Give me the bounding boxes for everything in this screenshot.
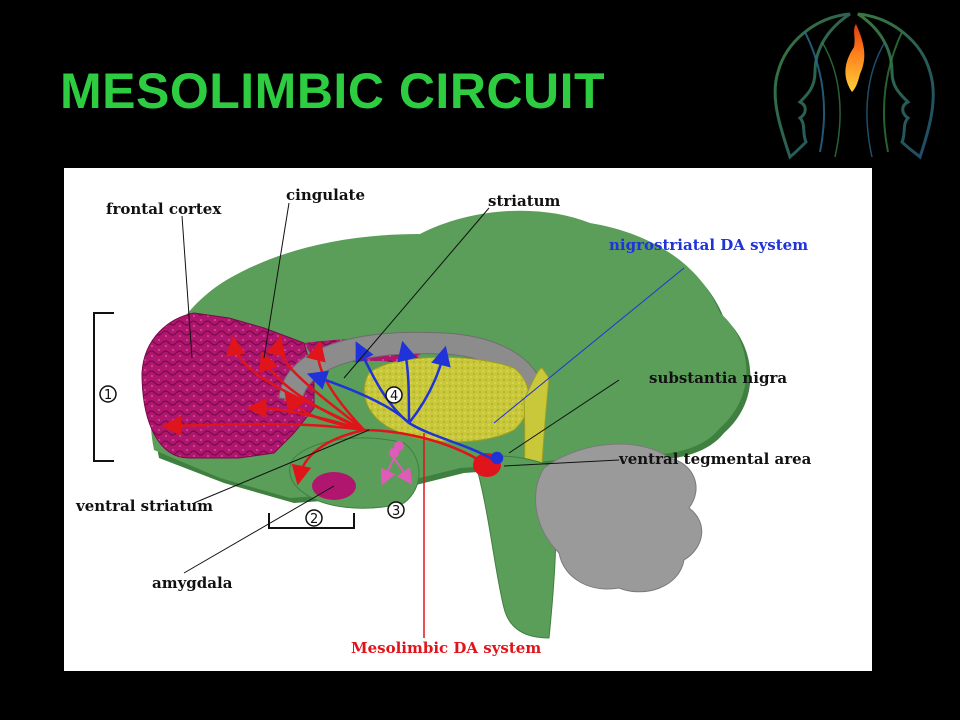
label-frontal-cortex: frontal cortex (106, 200, 222, 218)
marker-1: 1 (104, 388, 112, 403)
twin-head-flame-logo-icon (760, 2, 945, 162)
marker-1-circle (99, 385, 117, 403)
mesolimbic-pathways (161, 335, 485, 486)
label-nigrostriatal: nigrostriatal DA system (609, 236, 808, 254)
label-ventral-striatum: ventral striatum (75, 497, 213, 515)
nigrostriatal-pathways (306, 340, 504, 465)
mesolimbic-brain-diagram: 1 2 3 4 frontal cortex cingulate striatu… (64, 168, 872, 671)
label-substantia-nigra: substantia nigra (649, 369, 787, 387)
label-ventral-tegmental-area: ventral tegmental area (618, 450, 812, 468)
label-mesolimbic: Mesolimbic DA system (351, 639, 541, 657)
label-amygdala: amygdala (152, 574, 233, 592)
marker-3-circle (387, 501, 405, 519)
marker-4-circle (385, 386, 403, 404)
marker-2: 2 (310, 512, 318, 527)
label-striatum: striatum (488, 192, 561, 210)
marker-3: 3 (392, 504, 400, 519)
label-cingulate: cingulate (286, 186, 365, 204)
bracket-2 (268, 513, 355, 529)
marker-2-circle (305, 509, 323, 527)
marker-4: 4 (390, 389, 398, 404)
bracket-1 (93, 312, 114, 462)
leader-lines (181, 202, 620, 574)
cerebellum (535, 443, 703, 593)
slide-title: MESOLIMBIC CIRCUIT (60, 63, 606, 119)
amygdala-pathways (380, 441, 413, 486)
nigrostriatal-leader (493, 267, 685, 424)
